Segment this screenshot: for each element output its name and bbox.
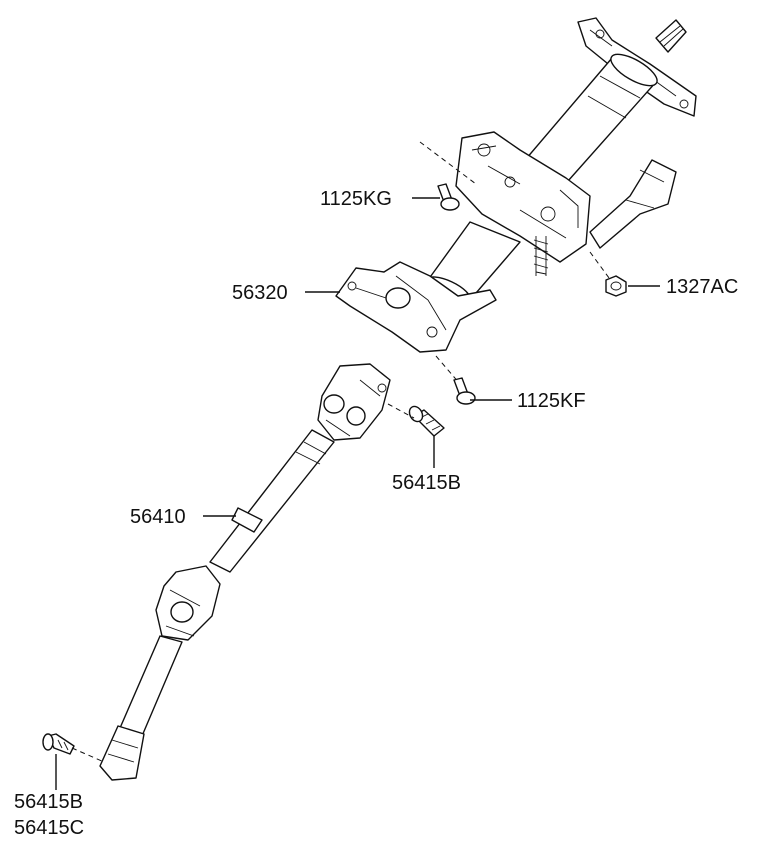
bolt-1125kf-icon — [453, 377, 476, 405]
bolt-1125kg-icon — [437, 183, 460, 211]
label-56410: 56410 — [130, 506, 186, 528]
label-56415b-bottom: 56415B — [14, 791, 83, 813]
spring-icon — [533, 236, 549, 276]
label-1327ac: 1327AC — [666, 276, 738, 298]
label-56415b-top: 56415B — [392, 472, 461, 494]
bolt-56415b-bottom-icon — [42, 733, 75, 755]
label-1125kg: 1125KG — [320, 188, 392, 210]
intermediate-shaft-56410 — [99, 363, 391, 781]
leader-lines — [55, 197, 660, 790]
label-56415c: 56415C — [14, 817, 84, 839]
steering-column-assembly — [335, 17, 697, 385]
bolt-56415b-top-icon — [408, 405, 445, 437]
label-56320: 56320 — [232, 282, 288, 304]
label-1125kf: 1125KF — [517, 390, 586, 412]
nut-1327ac-icon — [605, 275, 627, 297]
